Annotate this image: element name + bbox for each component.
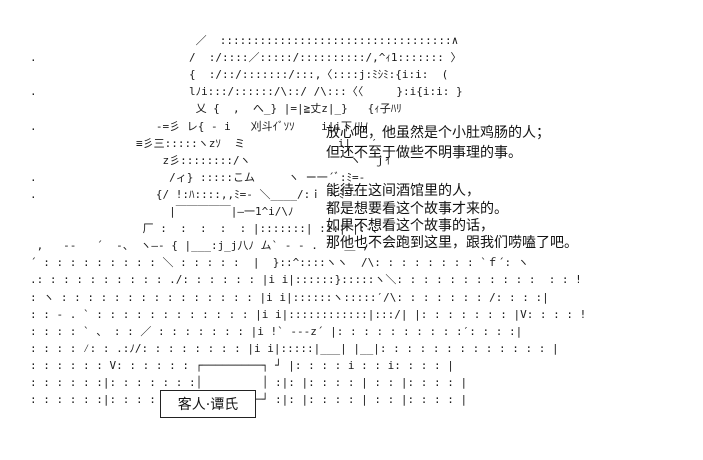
art-line: ／ :::::::::::::::::::::::::::::::::::∧: [30, 34, 459, 47]
caption-line: 能待在这间酒馆里的人，: [326, 183, 480, 199]
art-line: : ヽ : : : : : : : : : : : : : : : |i i|:…: [30, 291, 549, 304]
art-line: . {/ !:ﾊ::::,,ﾐ=- ＼____/:ｉ ヽﾐ=-: [30, 188, 358, 201]
art-line: : : : : ` 、 : : ／ : : : : : : : |i !` ‐‐…: [30, 325, 523, 338]
art-line: ´ : : : : : : : : : ＼ : : : : : | }::^::…: [30, 256, 529, 269]
caption-line: 都是想要看这个故事才来的。: [326, 201, 508, 217]
name-plate-label: 客人·谭氏: [177, 397, 239, 413]
art-line: 厂 : : : : : |:::::::| :i:| |:-、: [30, 222, 384, 235]
art-line: : : : : : :|: : : : : : :│ │ :|: |: : : …: [30, 376, 468, 389]
caption-line: 那他也不会跑到这里，跟我们唠嗑了吧。: [326, 235, 578, 251]
art-line: |￣￣￣￣￣|—一1^i/\ﾉ: [30, 205, 294, 218]
name-plate: 客人·谭氏: [160, 390, 256, 418]
art-line: : : : : : : V: : : : : : ┌─────────┐ ┘ |…: [30, 359, 454, 372]
caption-line: 如果不想看这个故事的话，: [326, 218, 494, 234]
art-line: 乂 { , へ_} |=|≧丈z|_} {ｨ子ﾊﾘ: [30, 102, 402, 115]
art-line: , -- ´ -、 ヽ—- { |___:j_j八ﾉ ム` ‐ - . . ＿ …: [30, 239, 369, 252]
art-line: : : ‐ . ` : : : : : : : : : : : : |i i|:…: [30, 308, 587, 321]
art-line: . /ィ} :::::こム ヽ ー一´ﾞ:ﾐ=-: [30, 171, 366, 184]
art-line: . -=彡 レ{ - i 刈斗ｲﾞｿｿ i|i下ﾉﾘﾉ: [30, 120, 369, 133]
caption-line: 放心吧，他虽然是个小肚鸡肠的人；: [326, 125, 550, 141]
art-line: { :/::/:::::::/:::,〈::::j:ﾐｼﾐ:{i:i: (: [30, 68, 449, 81]
art-line: . lﾉi:::/::::::/\::/ /\:::〈〈 }:i{i:i: }: [30, 85, 463, 98]
caption-line: 但还不至于做些不明事理的事。: [326, 145, 522, 161]
art-line: . / :/::::／:::::/::::::::::/,^ｨ1::::::: …: [30, 51, 462, 64]
art-line: z彡::::::::/ヽ ヽ ｊｲ: [30, 154, 391, 167]
art-line: .: : : : : : : : : : ./: : : : : : |i i|…: [30, 273, 582, 286]
art-line: : : : : ⁄: : .:ﾉ/: : : : : : : : |i i|::…: [30, 342, 559, 355]
art-line: ≡彡三:::::ヽzｿ ミ i| ′: [30, 137, 378, 150]
